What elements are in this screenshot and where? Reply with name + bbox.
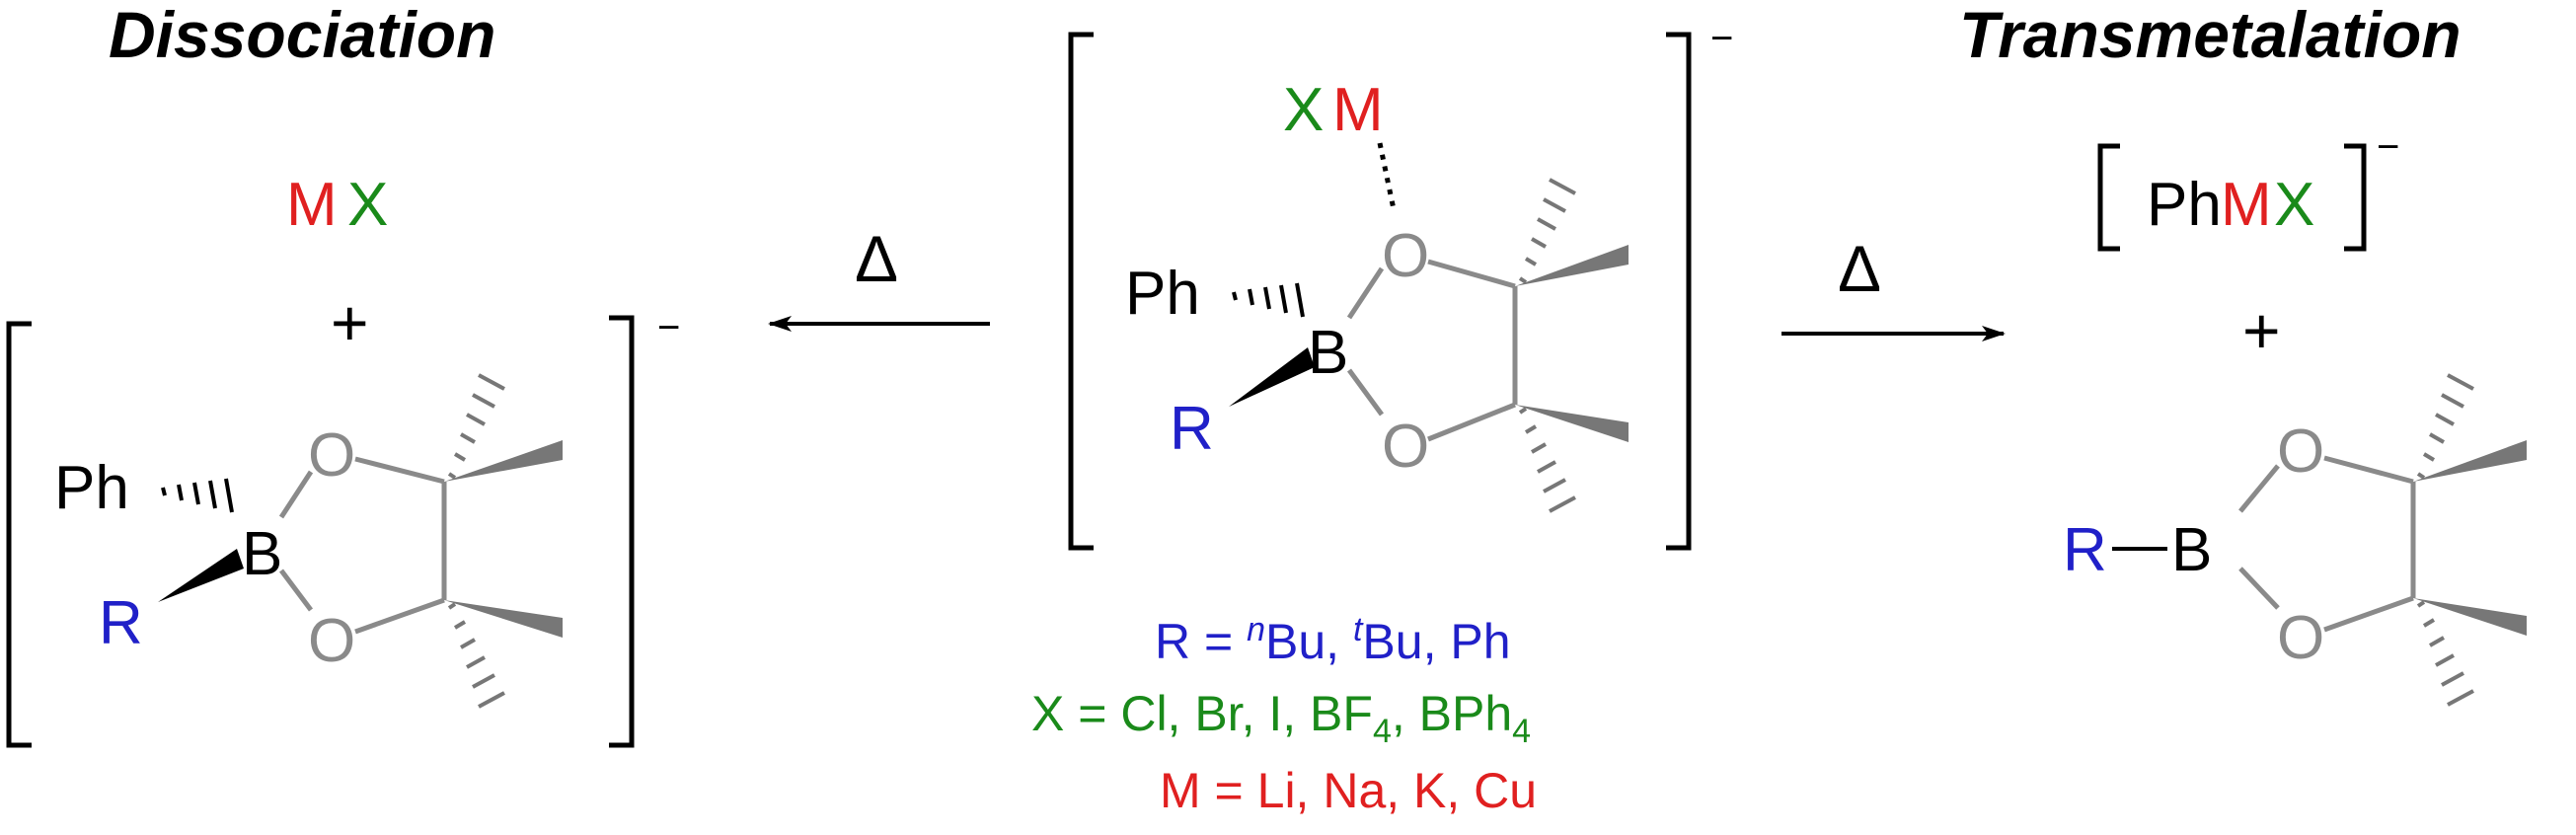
bond-o-c-top bbox=[1427, 259, 1516, 289]
bond-o-c-bottom bbox=[1427, 402, 1516, 442]
oxygen-bottom-right: O bbox=[2277, 604, 2324, 672]
bond-o-c-top-left bbox=[354, 456, 445, 485]
oxygen-top-center: O bbox=[1382, 222, 1429, 290]
bracket-left-phmx bbox=[2097, 143, 2120, 252]
wedge-bond-r-b-left bbox=[158, 549, 244, 602]
center-borate-complex: − X M O O B Ph R bbox=[1068, 17, 1733, 551]
title-dissociation: Dissociation bbox=[109, 0, 495, 71]
bond-b-o-top-right bbox=[2238, 464, 2280, 513]
charge-center: − bbox=[1710, 17, 1733, 60]
label-ph-left: Ph bbox=[54, 454, 129, 522]
oxygen-top-left: O bbox=[308, 421, 355, 490]
boron-center: B bbox=[1308, 319, 1348, 387]
label-r-center: R bbox=[1170, 395, 1214, 463]
boron-right: B bbox=[2171, 516, 2212, 584]
wedge-methyl-top-left bbox=[444, 440, 563, 482]
hash-methyl-top-right bbox=[2416, 373, 2474, 480]
label-m-left: M bbox=[286, 171, 338, 239]
oxygen-bottom-center: O bbox=[1382, 413, 1429, 481]
bond-b-o-top bbox=[1346, 266, 1385, 320]
hash-methyl-top-center bbox=[1518, 178, 1576, 284]
label-ph-right: Ph bbox=[2147, 171, 2222, 239]
bracket-right-left bbox=[609, 315, 635, 748]
charge-left: − bbox=[657, 306, 680, 349]
hash-methyl-bottom-center bbox=[1518, 407, 1576, 513]
arrow-transmetalation: Δ bbox=[1781, 232, 2006, 342]
bond-b-o-top-left bbox=[278, 470, 314, 519]
bond-o-c-bottom-left bbox=[354, 597, 445, 635]
bond-o-c-top-right bbox=[2323, 455, 2414, 485]
bond-b-o-bottom-left bbox=[279, 569, 313, 612]
label-ph-center: Ph bbox=[1125, 260, 1200, 328]
bracket-right-center bbox=[1666, 32, 1692, 551]
bond-o-c-bottom-right bbox=[2323, 595, 2414, 633]
arrow-right-delta: Δ bbox=[1838, 232, 1881, 305]
wedge-bond-r-b-center bbox=[1229, 347, 1315, 407]
arrow-left-delta: Δ bbox=[855, 222, 898, 295]
hash-methyl-top-left bbox=[447, 373, 505, 480]
label-m-center: M bbox=[1332, 76, 1384, 144]
boron-left: B bbox=[242, 520, 282, 588]
label-r-right: R bbox=[2063, 516, 2107, 584]
bond-b-o-bottom bbox=[1346, 368, 1385, 417]
wedge-methyl-bottom-right bbox=[2413, 598, 2527, 636]
legend-r: R = nBu, tBu, Ph bbox=[1155, 611, 1511, 669]
left-products: M X + − Ph R B O O bbox=[6, 171, 680, 748]
hash-methyl-bottom-left bbox=[447, 602, 505, 709]
bracket-right-phmx bbox=[2344, 143, 2367, 252]
label-m-right: M bbox=[2221, 171, 2272, 239]
bracket-left-left bbox=[6, 321, 32, 748]
right-products: − Ph M X + R B O O bbox=[2063, 125, 2527, 707]
charge-phmx: − bbox=[2377, 125, 2399, 169]
label-x-center: X bbox=[1283, 76, 1324, 144]
hash-bond-ph-b-left bbox=[161, 478, 234, 513]
hash-methyl-bottom-right bbox=[2416, 600, 2474, 707]
bracket-left-center bbox=[1068, 32, 1094, 551]
bond-b-o-bottom-right bbox=[2238, 567, 2280, 610]
legend: R = nBu, tBu, Ph X = Cl, Br, I, BF4, BPh… bbox=[1031, 611, 1537, 818]
wedge-methyl-bottom-left bbox=[444, 600, 563, 638]
oxygen-bottom-left: O bbox=[308, 607, 355, 675]
plus-right: + bbox=[2242, 294, 2281, 367]
bond-m-o-dotted bbox=[1377, 142, 1397, 210]
legend-x: X = Cl, Br, I, BF4, BPh4 bbox=[1031, 686, 1531, 750]
oxygen-top-right: O bbox=[2277, 418, 2324, 486]
wedge-methyl-bottom-center bbox=[1515, 405, 1629, 442]
legend-m: M = Li, Na, K, Cu bbox=[1160, 763, 1537, 818]
title-transmetalation: Transmetalation bbox=[1959, 0, 2462, 71]
label-r-left: R bbox=[99, 589, 143, 657]
label-x-left: X bbox=[347, 171, 388, 239]
wedge-methyl-top-center bbox=[1515, 245, 1629, 286]
wedge-methyl-top-right bbox=[2413, 440, 2527, 482]
label-x-right: X bbox=[2274, 171, 2314, 239]
hash-bond-ph-b-center bbox=[1232, 282, 1305, 318]
arrow-dissociation: Δ bbox=[768, 222, 990, 332]
plus-left: + bbox=[331, 286, 369, 359]
